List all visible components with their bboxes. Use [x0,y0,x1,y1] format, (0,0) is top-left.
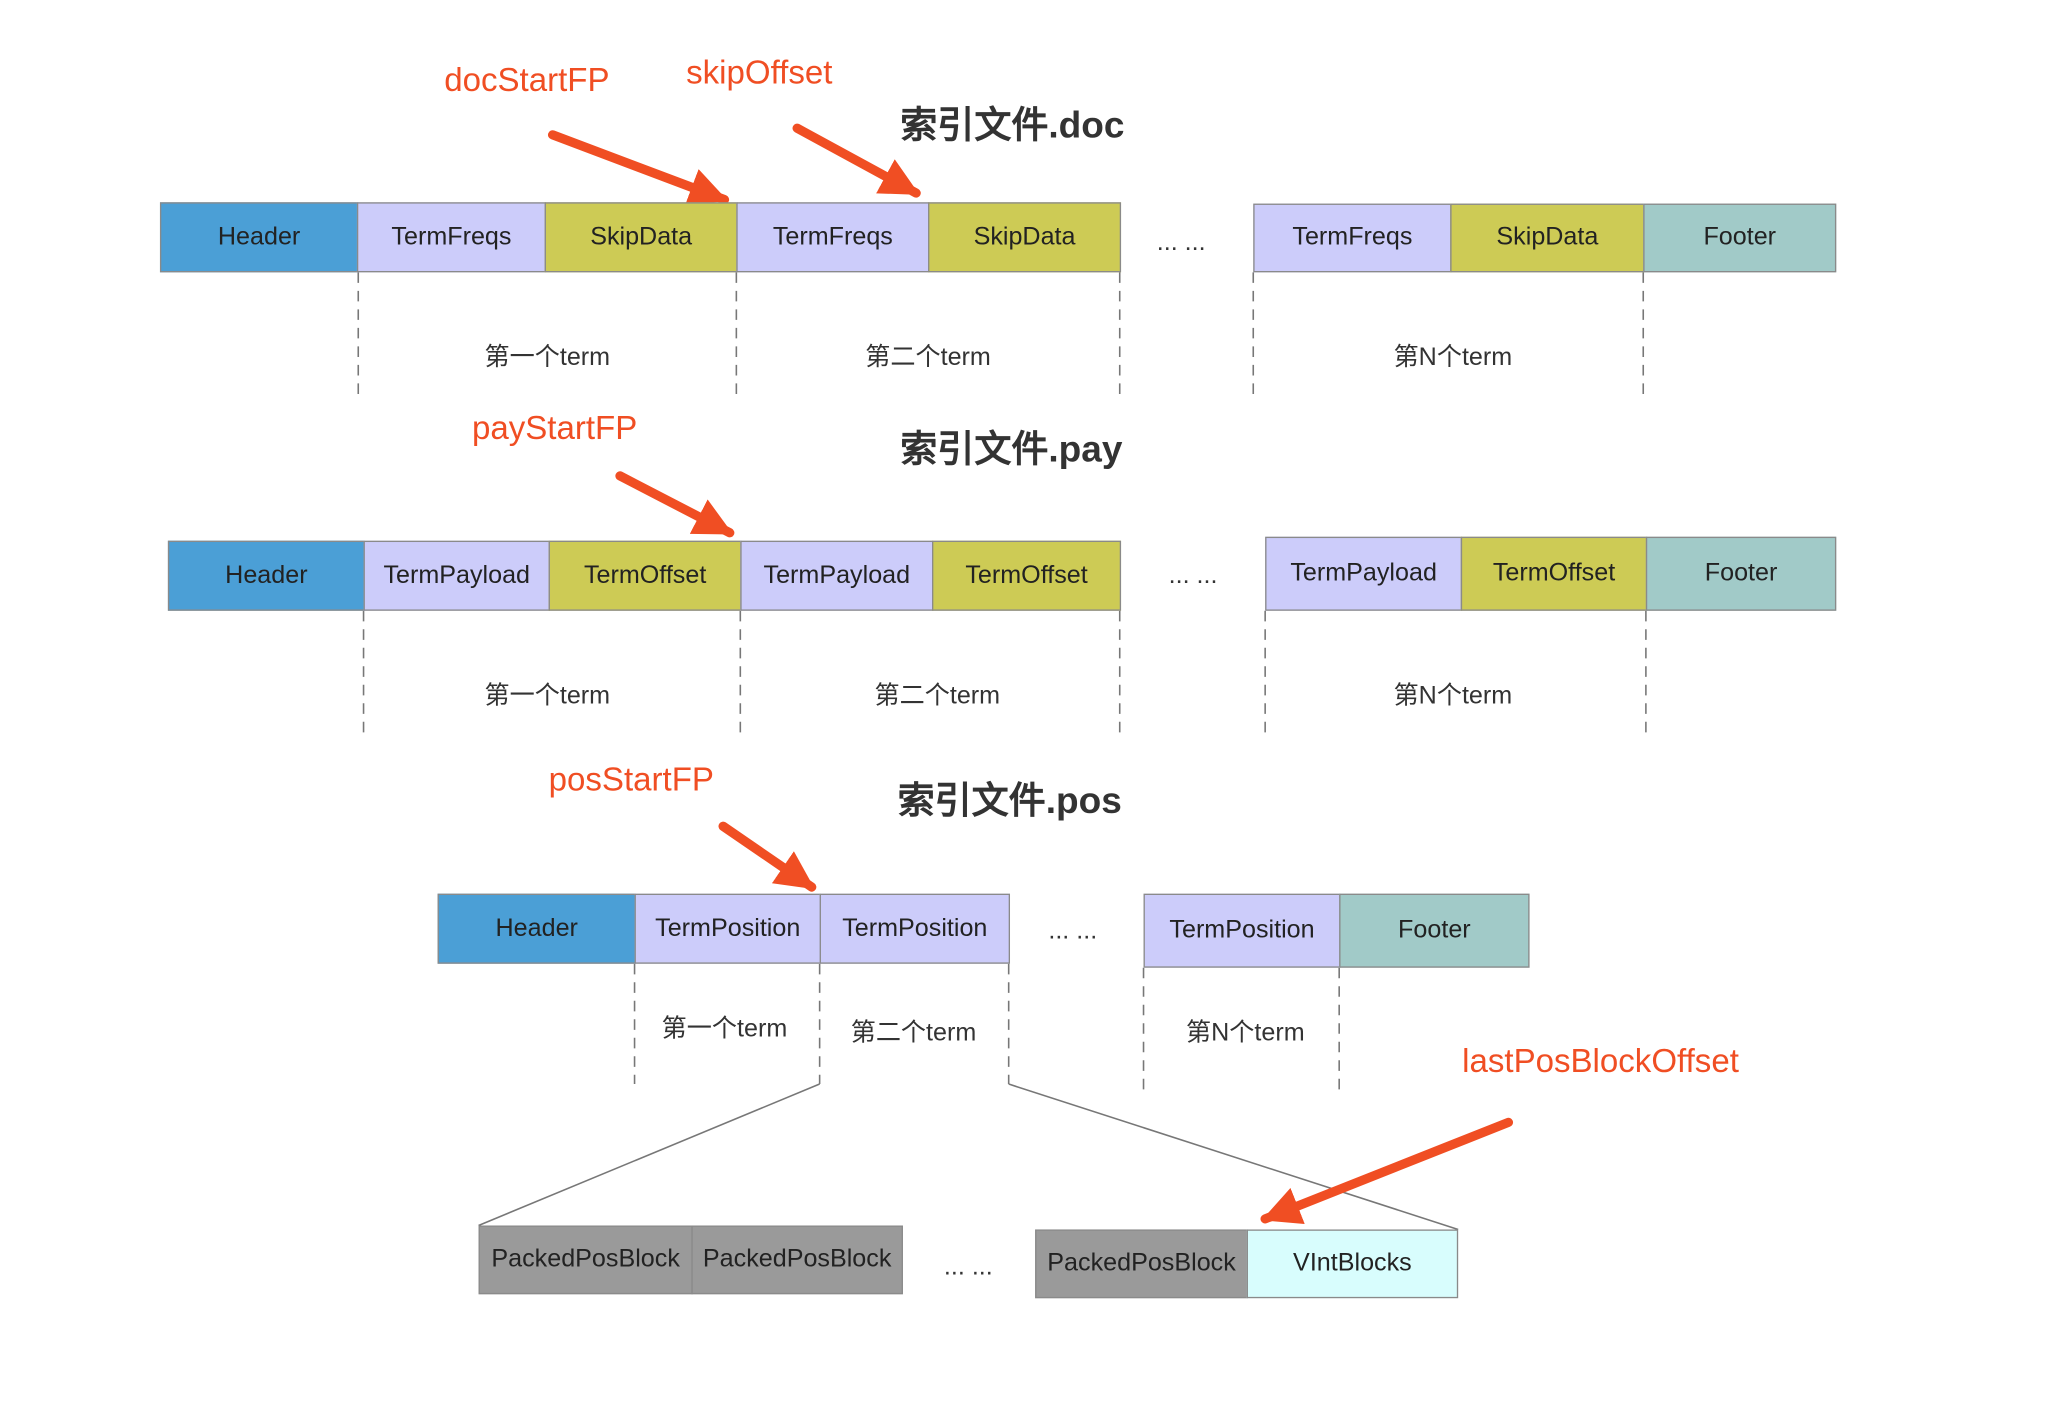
doc-file-title: 索引文件.doc [900,104,1125,146]
skipOffset-label: skipOffset [686,54,833,92]
doc-term-1-label: 第一个term [484,343,611,372]
pay-term-separators [362,610,1647,733]
skipOffset-arrow [792,123,921,198]
doc-skipdata-block-2: SkipData [928,202,1122,273]
detail-ellipsis: ... ... [943,1253,993,1282]
doc-header-block: Header [159,202,359,273]
doc-termfreqs-block-n: TermFreqs [1253,203,1452,273]
doc-term-n-label: 第N个term [1393,343,1513,372]
packedposblock-1: PackedPosBlock [478,1225,693,1295]
pay-termoffset-block-n: TermOffset [1460,536,1648,611]
doc-skipdata-block-1: SkipData [544,202,738,273]
doc-termfreqs-block-1: TermFreqs [356,202,546,273]
lastPosBlockOffset-label: lastPosBlockOffset [1462,1043,1739,1081]
pay-termpayload-block-1: TermPayload [363,540,550,611]
pay-ellipsis: ... ... [1168,561,1218,590]
docStartFP-label: docStartFP [444,62,610,100]
doc-footer-block: Footer [1643,203,1837,273]
pos-term-2-label: 第二个term [850,1019,977,1048]
pay-term-1-label: 第一个term [484,682,611,710]
pos-termposition-block-n: TermPosition [1143,893,1341,968]
docStartFP-arrow [547,130,730,206]
pay-file-title: 索引文件.pay [900,428,1123,470]
pay-footer-block: Footer [1645,536,1837,611]
pay-termpayload-block-2: TermPayload [740,540,934,611]
pos-footer-block: Footer [1339,893,1530,968]
doc-skipdata-block-n: SkipData [1450,203,1645,273]
packedposblock-last: PackedPosBlock [1035,1229,1248,1299]
pos-ellipsis: ... ... [1048,917,1098,946]
posStartFP-label: posStartFP [548,761,714,799]
pay-term-n-label: 第N个term [1393,682,1513,710]
payStartFP-arrow [615,471,735,538]
pay-header-block: Header [167,540,365,611]
pos-header-block: Header [437,893,636,964]
pay-termoffset-block-1: TermOffset [548,540,742,611]
expansion-lines [478,1083,1459,1231]
pay-termpayload-block-n: TermPayload [1265,536,1463,611]
pos-term-n-label: 第N个term [1186,1019,1305,1048]
packedposblock-2: PackedPosBlock [691,1225,903,1295]
doc-term-separators [357,272,1645,394]
doc-term-2-label: 第二个term [865,343,991,372]
payStartFP-label: payStartFP [471,409,638,447]
vintblocks-block: VIntBlocks [1246,1229,1459,1299]
pos-file-title: 索引文件.pos [897,779,1122,821]
annotation-arrows [547,123,1514,1225]
doc-ellipsis: ... ... [1156,228,1206,257]
pay-termoffset-block-2: TermOffset [932,540,1122,611]
posStartFP-arrow [718,821,817,892]
lastPosBlockOffset-arrow [1260,1117,1514,1225]
pay-term-2-label: 第二个term [874,682,1001,710]
pos-termposition-block-1: TermPosition [634,893,821,964]
pos-termposition-block-2: TermPosition [819,893,1011,964]
doc-termfreqs-block-2: TermFreqs [736,202,930,273]
pos-term-1-label: 第一个term [661,1015,788,1044]
